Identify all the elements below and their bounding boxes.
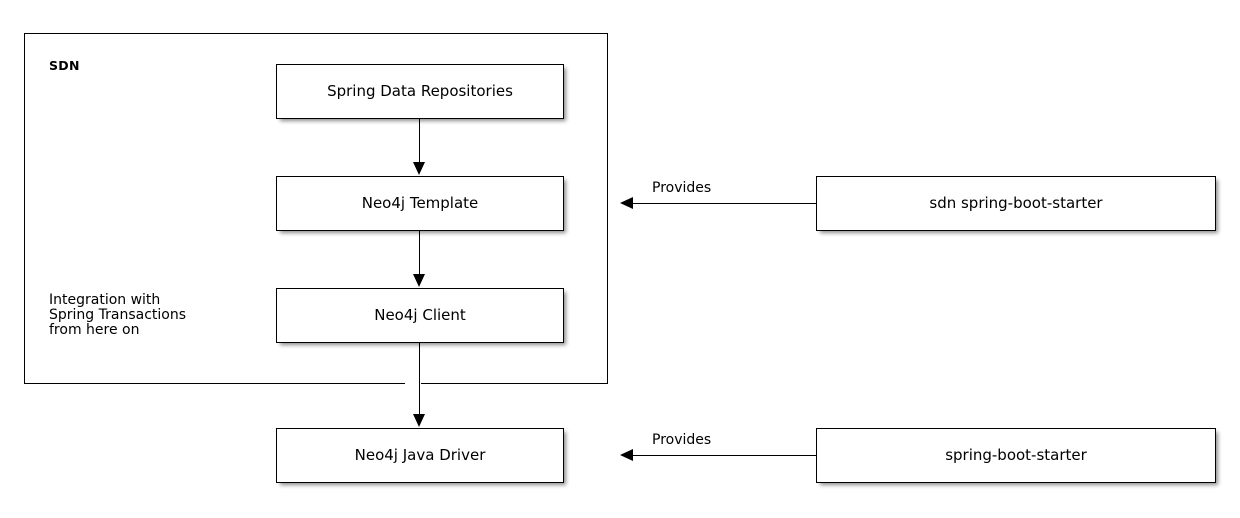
- node-sdn-spring-boot-starter-label: sdn spring-boot-starter: [929, 194, 1103, 212]
- connector-sdn-starter-provides: [632, 203, 816, 204]
- sdn-group-label: SDN: [49, 58, 80, 73]
- node-neo4j-java-driver[interactable]: Neo4j Java Driver: [276, 428, 564, 483]
- node-neo4j-template-label: Neo4j Template: [361, 194, 479, 212]
- node-sdn-spring-boot-starter[interactable]: sdn spring-boot-starter: [816, 176, 1216, 231]
- node-neo4j-client-label: Neo4j Client: [374, 306, 466, 324]
- integration-note-line-3: from here on: [49, 322, 140, 338]
- node-spring-data-repositories-label: Spring Data Repositories: [327, 82, 513, 100]
- node-spring-boot-starter[interactable]: spring-boot-starter: [816, 428, 1216, 483]
- integration-note-line-2: Spring Transactions: [49, 307, 187, 323]
- arrowhead-template-to-client: [413, 274, 425, 287]
- node-spring-data-repositories[interactable]: Spring Data Repositories: [276, 64, 564, 119]
- arrowhead-client-to-driver: [413, 414, 425, 427]
- connector-template-to-client: [419, 231, 420, 275]
- edge-label-provides-template: Provides: [652, 180, 712, 196]
- arrowhead-sdn-starter-provides: [620, 197, 633, 209]
- connector-client-to-driver: [419, 343, 420, 415]
- arrowhead-starter-provides: [620, 449, 633, 461]
- connector-starter-provides: [632, 455, 816, 456]
- sdn-group-container: [24, 33, 608, 384]
- arrowhead-repositories-to-template: [413, 162, 425, 175]
- connector-repositories-to-template: [419, 119, 420, 163]
- integration-note-line-1: Integration with: [49, 292, 161, 308]
- node-neo4j-java-driver-label: Neo4j Java Driver: [354, 446, 486, 464]
- node-spring-boot-starter-label: spring-boot-starter: [945, 446, 1087, 464]
- node-neo4j-template[interactable]: Neo4j Template: [276, 176, 564, 231]
- integration-note: Integration with Spring Transactions fro…: [49, 293, 186, 338]
- group-border-gap: [405, 380, 421, 388]
- edge-label-provides-driver: Provides: [652, 432, 712, 448]
- node-neo4j-client[interactable]: Neo4j Client: [276, 288, 564, 343]
